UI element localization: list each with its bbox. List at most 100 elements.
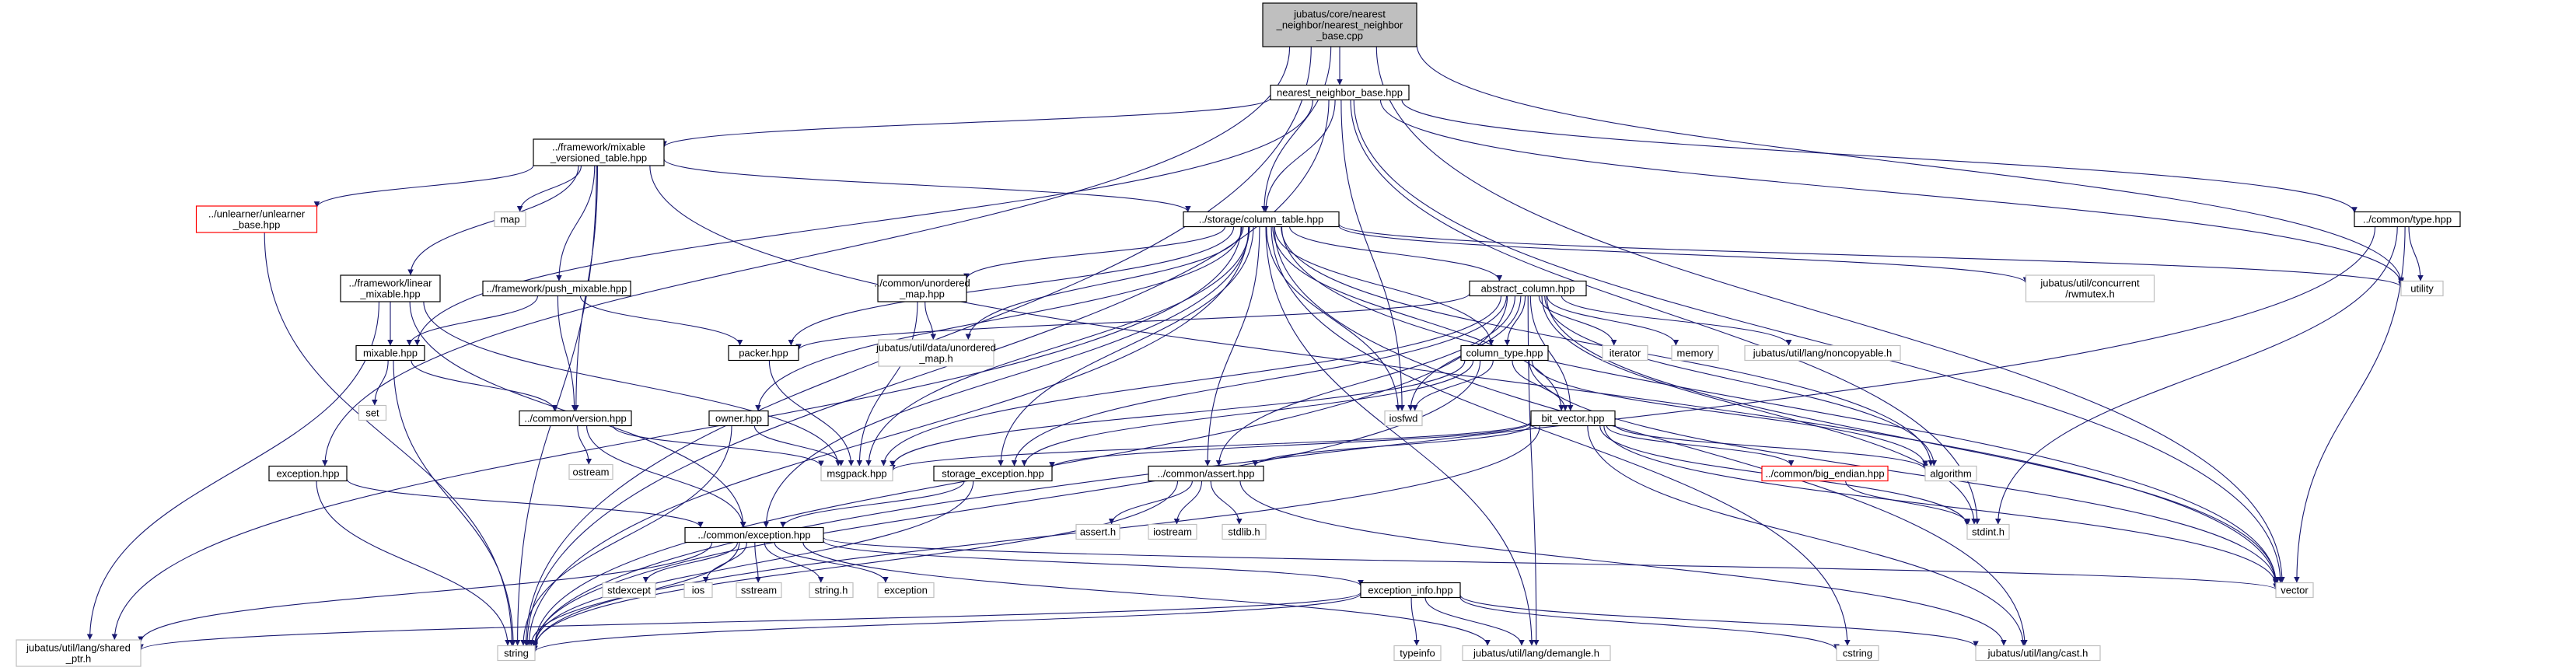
node-abs[interactable]: abstract_column.hpp [1469,280,1587,297]
node-iter-box [1602,344,1648,362]
edge-ver-to-ostream [577,425,592,465]
node-root[interactable]: jubatus/core/nearest_neighbor/nearest_ne… [1262,2,1417,47]
node-typeinfo-label: typeinfo [1400,648,1435,659]
node-rwm-label: jubatus/util/concurrent [2039,278,2140,289]
node-unl-label: _base.hpp [232,219,281,231]
node-ct[interactable]: column_type.hpp [1460,344,1549,362]
node-cun-label: ../common/unordered [874,278,970,289]
edge-abs-to-msgp [880,295,1502,467]
node-mem-box [1671,344,1719,362]
node-exc-label: exception.hpp [277,468,340,480]
edge-fmv-to-string [514,165,597,646]
node-ct-box [1460,344,1549,362]
edge-ct-to-vector [1529,360,2279,585]
node-cun[interactable]: ../common/unordered_map.hpp [874,274,970,302]
node-iostream-box [1148,523,1197,540]
edge-fmv-to-map [516,165,582,212]
edge-fmv-to-unl [313,165,534,208]
node-shp: jubatus/util/lang/shared_ptr.h [16,639,142,667]
node-set: set [358,404,387,421]
edge-cexc-to-demangle [802,542,1491,646]
edge-col-to-jdm [965,226,1244,341]
node-pack-label: packer.hpp [739,348,788,359]
node-bv[interactable]: bit_vector.hpp [1530,410,1616,427]
node-fpm-box [482,280,631,297]
node-cast: jubatus/util/lang/cast.h [1975,645,2101,662]
node-msgp: msgpack.hpp [820,465,893,482]
edge-bv-to-asrt [1252,424,1532,467]
node-abs-label: abstract_column.hpp [1481,283,1575,295]
node-stringh: string.h [809,582,854,599]
edge-col-to-cexc [763,226,1250,528]
edge-abs-to-stdint [1541,295,1977,525]
node-fml[interactable]: ../framework/linear_mixable.hpp [340,274,441,302]
node-typeinfo-box [1393,645,1442,662]
edge-mix-to-ver [411,360,557,411]
node-pack[interactable]: packer.hpp [728,344,799,362]
node-sexc[interactable]: storage_exception.hpp [933,465,1053,482]
edge-fmv-to-vector [649,165,2279,585]
node-bv-label: bit_vector.hpp [1542,413,1605,425]
node-cast-label: jubatus/util/lang/cast.h [1987,648,2088,659]
node-iostream: iostream [1148,523,1197,540]
node-cexc[interactable]: ../common/exception.hpp [684,526,824,543]
edge-cun-to-jdm [924,301,937,341]
edge-abs-to-asrt [1215,295,1516,467]
node-algo-label: algorithm [1930,468,1971,480]
node-ios-label: ios [692,585,705,596]
node-set-box [358,404,387,421]
node-fmv[interactable]: ../framework/mixable_versioned_table.hpp [533,138,665,166]
node-root-label: jubatus/core/nearest [1293,9,1386,20]
edge-col-to-rwm [1338,225,2029,284]
node-own[interactable]: owner.hpp [708,410,769,427]
node-mix[interactable]: mixable.hpp [355,344,425,362]
node-col[interactable]: ../storage/column_table.hpp [1183,211,1340,228]
edge-bv-to-vector [1603,425,2279,586]
node-rwm: jubatus/util/concurrent/rwmutex.h [2025,274,2155,302]
edge-abs-to-ct [1504,295,1526,346]
node-nnb[interactable]: nearest_neighbor_base.hpp [1270,84,1410,101]
node-ver-label: ../common/version.hpp [524,413,627,425]
node-iosfwd-label: iosfwd [1389,413,1418,425]
edge-root-to-exc [322,46,1291,467]
node-fpm[interactable]: ../framework/push_mixable.hpp [482,280,631,297]
node-algo: algorithm [1924,465,1977,482]
node-set-label: set [365,407,379,419]
dependency-edges [86,44,2424,652]
node-exc[interactable]: exception.hpp [268,465,348,482]
node-ver[interactable]: ../common/version.hpp [519,410,632,427]
edge-mix-to-set [371,360,389,406]
edge-nnb-to-type [1401,100,2358,213]
node-fmv-box [533,138,665,166]
node-cstring-label: cstring [1843,648,1872,659]
node-mem-label: memory [1677,348,1714,359]
node-einfo[interactable]: exception_info.hpp [1360,582,1461,599]
edge-ct-to-iosfwd [1411,360,1494,411]
node-unl[interactable]: ../unlearner/unlearner_base.hpp [195,205,318,233]
node-bige[interactable]: ../common/big_endian.hpp [1761,465,1889,482]
edge-asrt-to-cast [1239,481,2007,646]
node-stdint-box [1966,523,2010,540]
edge-nnb-to-stdint [1350,100,1980,525]
node-stdlib: stdlib.h [1222,523,1267,540]
node-jdm-box [878,339,994,367]
edge-cexc-to-exception [774,542,889,583]
edge-exc-to-string [316,481,511,646]
edge-bv-to-string [532,425,1540,649]
edge-nnb-to-iosfwd [1340,100,1405,411]
node-exception: exception [877,582,935,599]
node-type-label: ../common/type.hpp [2363,214,2452,225]
node-type[interactable]: ../common/type.hpp [2354,211,2461,228]
node-msgp-label: msgpack.hpp [827,468,886,480]
edge-cexc-to-einfo [823,540,1364,587]
node-vector-box [2275,582,2314,599]
node-cexc-box [684,526,824,543]
node-asrt[interactable]: ../common/assert.hpp [1148,465,1264,482]
edge-abs-to-pack [795,292,1470,351]
edge-mix-to-string [393,360,516,646]
node-iosfwd: iosfwd [1384,410,1423,427]
edge-einfo-to-cstring [1459,596,1840,651]
edge-fpm-to-mix [406,295,539,346]
node-einfo-box [1360,582,1461,599]
